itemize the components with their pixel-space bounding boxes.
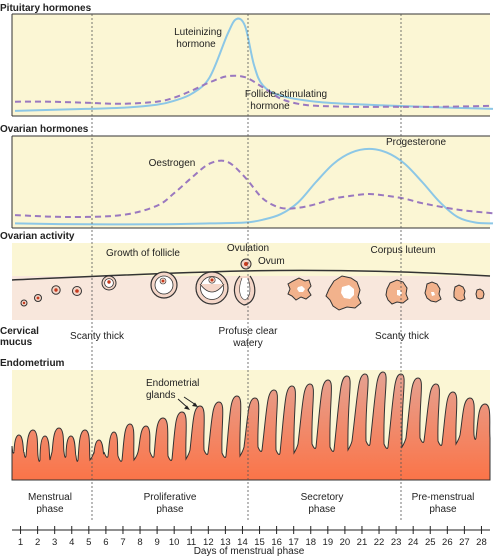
- day-tick-label: 5: [86, 537, 91, 548]
- day-axis-title: Days of menstrual phase: [194, 546, 305, 557]
- mucus-scanty-early: Scanty thick: [70, 331, 125, 342]
- phase-premenstrual-line1: Pre-menstrual: [412, 492, 475, 503]
- follicle-stage-7: [195, 271, 229, 305]
- corpus-luteum-stage-5: [453, 284, 466, 302]
- day-tick-label: 3: [52, 537, 57, 548]
- day-tick-label: 23: [391, 537, 402, 548]
- day-tick-label: 2: [35, 537, 40, 548]
- day-tick-label: 18: [305, 537, 316, 548]
- day-tick-label: 1: [18, 537, 23, 548]
- day-tick-label: 25: [425, 537, 436, 548]
- ovulation-label: Ovulation: [227, 243, 269, 254]
- corpus-luteum-stage-2: [325, 275, 362, 311]
- ovum: [240, 258, 252, 270]
- fsh-label-line2: hormone: [250, 101, 290, 112]
- day-tick-label: 19: [323, 537, 334, 548]
- day-tick-label: 12: [203, 537, 214, 548]
- phase-secretory-line1: Secretory: [301, 492, 344, 503]
- day-tick-label: 15: [254, 537, 265, 548]
- progesterone-label: Progesterone: [386, 137, 446, 148]
- day-tick-label: 17: [288, 537, 299, 548]
- corpus-luteum-stage-4: [424, 281, 442, 303]
- corpus-luteum-label: Corpus luteum: [370, 245, 435, 256]
- phase-labels: Menstrual phase Proliferative phase Secr…: [28, 492, 474, 515]
- day-tick-label: 24: [408, 537, 419, 548]
- day-tick-label: 28: [476, 537, 487, 548]
- fsh-curve: [14, 74, 494, 108]
- day-tick-label: 13: [220, 537, 231, 548]
- glands-arrowhead-1: [184, 405, 190, 410]
- day-tick-label: 22: [374, 537, 385, 548]
- section-title-mucus-line2: mucus: [0, 337, 33, 348]
- day-tick-label: 21: [357, 537, 368, 548]
- ovarian-hormones-panel: Oestrogen Progesterone: [11, 135, 494, 229]
- ovarian-activity-band: Growth of follicle Ovulation Ovum Corpus…: [11, 243, 491, 320]
- progesterone-curve: [14, 147, 494, 226]
- ovum-label: Ovum: [258, 256, 285, 267]
- day-tick-label: 4: [69, 537, 74, 548]
- phase-premenstrual-line2: phase: [429, 504, 457, 515]
- phase-proliferative-line2: phase: [156, 504, 184, 515]
- lh-curve: [14, 17, 494, 112]
- day-tick-label: 14: [237, 537, 248, 548]
- follicle-stage-1: [20, 299, 28, 307]
- day-tick-label: 6: [103, 537, 108, 548]
- section-title-activity: Ovarian activity: [0, 231, 75, 242]
- follicle-stage-2: [34, 294, 42, 302]
- phase-menstrual-line1: Menstrual: [28, 492, 72, 503]
- day-tick-label: 9: [154, 537, 159, 548]
- growth-of-follicle-label: Growth of follicle: [106, 248, 180, 259]
- day-tick-label: 7: [120, 537, 125, 548]
- follicle-stage-5: [101, 275, 117, 291]
- endometrium-lining: [11, 371, 491, 481]
- phase-secretory-line2: phase: [308, 504, 336, 515]
- day-tick-label: 10: [169, 537, 180, 548]
- mucus-scanty-late: Scanty thick: [375, 331, 430, 342]
- corpus-luteum-stage-3: [385, 279, 409, 305]
- lh-label-line2: hormone: [176, 39, 216, 50]
- mucus-profuse-line2: watery: [232, 338, 262, 349]
- follicle-stage-3: [51, 285, 61, 295]
- section-title-endometrium: Endometrium: [0, 358, 65, 369]
- corpus-luteum-stage-6: [475, 288, 485, 300]
- ovary-surface-line: [11, 269, 491, 281]
- day-tick-label: 8: [137, 537, 142, 548]
- day-tick-label: 11: [186, 537, 196, 548]
- ruptured-follicle: [233, 275, 256, 306]
- follicle-stage-4: [72, 286, 82, 296]
- day-tick-label: 20: [340, 537, 351, 548]
- oestrogen-curve: [14, 159, 494, 219]
- glands-arrow-2: [183, 396, 197, 406]
- glands-label-line1: Endometrial: [146, 378, 199, 389]
- section-title-pituitary: Pituitary hormones: [0, 3, 92, 14]
- day-tick-label: 26: [442, 537, 453, 548]
- phase-menstrual-line2: phase: [36, 504, 64, 515]
- fsh-label-line1: Follicle-stimulating: [245, 89, 327, 100]
- corpus-luteum-stage-1: [287, 277, 312, 301]
- glands-arrowhead-2: [192, 402, 198, 407]
- pituitary-panel: Luteinizing hormone Follicle-stimulating…: [11, 13, 494, 117]
- section-title-ovarian: Ovarian hormones: [0, 124, 89, 135]
- ovarian-panel-bg: [12, 136, 490, 228]
- follicle-stage-6: [150, 271, 178, 299]
- day-tick-label: 16: [271, 537, 282, 548]
- oestrogen-label: Oestrogen: [149, 158, 196, 169]
- lh-label-line1: Luteinizing: [174, 27, 222, 38]
- glands-label-line2: glands: [146, 390, 175, 401]
- section-title-mucus-line1: Cervical: [0, 326, 39, 337]
- endometrium-band: Endometrial glands: [11, 370, 491, 481]
- day-tick-label: 27: [459, 537, 470, 548]
- phase-proliferative-line1: Proliferative: [144, 492, 197, 503]
